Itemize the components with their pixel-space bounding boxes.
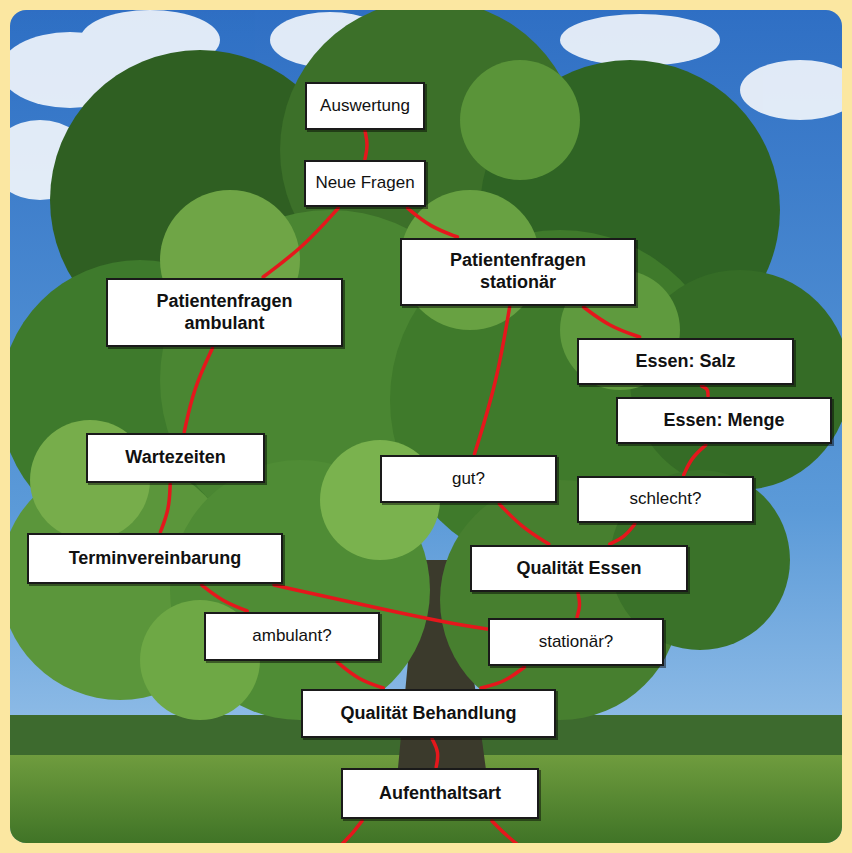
branch-connector bbox=[577, 593, 580, 617]
branch-connector bbox=[584, 307, 640, 337]
root-lines bbox=[338, 821, 522, 843]
node-label: gut? bbox=[452, 469, 485, 489]
topic-box: Essen: Salz bbox=[577, 338, 794, 385]
root-line bbox=[338, 821, 362, 843]
branch-connector bbox=[432, 739, 438, 767]
node-label: Qualität Essen bbox=[516, 558, 641, 580]
question-box: schlecht? bbox=[577, 476, 754, 523]
node-label: ambulant? bbox=[252, 626, 331, 646]
node-label: Patientenfragen ambulant bbox=[140, 291, 310, 334]
topic-box: Qualität Essen bbox=[470, 545, 688, 592]
node-label: stationär? bbox=[539, 632, 614, 652]
node-label: Neue Fragen bbox=[315, 173, 414, 193]
node-label: Terminvereinbarung bbox=[69, 548, 242, 570]
node-label: Patientenfragen stationär bbox=[433, 250, 603, 293]
topic-box: Wartezeiten bbox=[86, 433, 265, 483]
question-box: stationär? bbox=[488, 618, 664, 666]
topic-box: Patientenfragen stationär bbox=[400, 238, 636, 306]
node-label: Qualität Behandlung bbox=[340, 703, 516, 725]
branch-connector bbox=[499, 504, 548, 544]
cloud bbox=[740, 60, 842, 120]
branch-connector bbox=[263, 208, 338, 277]
meadow bbox=[10, 755, 842, 843]
tree-canopy bbox=[10, 10, 842, 720]
question-box: gut? bbox=[380, 455, 557, 503]
question-box: ambulant? bbox=[204, 612, 380, 661]
branch-connector bbox=[684, 445, 706, 475]
branch-connector bbox=[481, 667, 524, 688]
topic-box: Patientenfragen ambulant bbox=[106, 278, 343, 347]
node-label: Essen: Salz bbox=[635, 351, 735, 373]
topic-box: Essen: Menge bbox=[616, 397, 832, 444]
topic-box: Aufenthaltsart bbox=[341, 768, 539, 819]
branch-connector bbox=[184, 348, 212, 432]
node-label: schlecht? bbox=[630, 489, 702, 509]
node-label: Auswertung bbox=[320, 96, 410, 116]
branch-connector bbox=[160, 484, 170, 532]
node-label: Aufenthaltsart bbox=[379, 783, 501, 805]
foliage bbox=[460, 60, 580, 180]
branch-connector bbox=[365, 131, 367, 159]
topic-box: Terminvereinbarung bbox=[27, 533, 283, 584]
branch-connector bbox=[474, 307, 509, 454]
node-label: Wartezeiten bbox=[125, 447, 225, 469]
branch-connector bbox=[407, 208, 457, 237]
question-box: Neue Fragen bbox=[304, 160, 426, 207]
branch-connector bbox=[701, 386, 708, 396]
node-label: Essen: Menge bbox=[663, 410, 784, 432]
branch-connector bbox=[610, 524, 635, 544]
branch-connector bbox=[202, 585, 248, 611]
cloud bbox=[560, 14, 720, 66]
topic-box: Qualität Behandlung bbox=[301, 689, 556, 738]
question-box: Auswertung bbox=[305, 82, 425, 130]
root-line bbox=[492, 821, 522, 843]
branch-connector bbox=[337, 662, 383, 688]
